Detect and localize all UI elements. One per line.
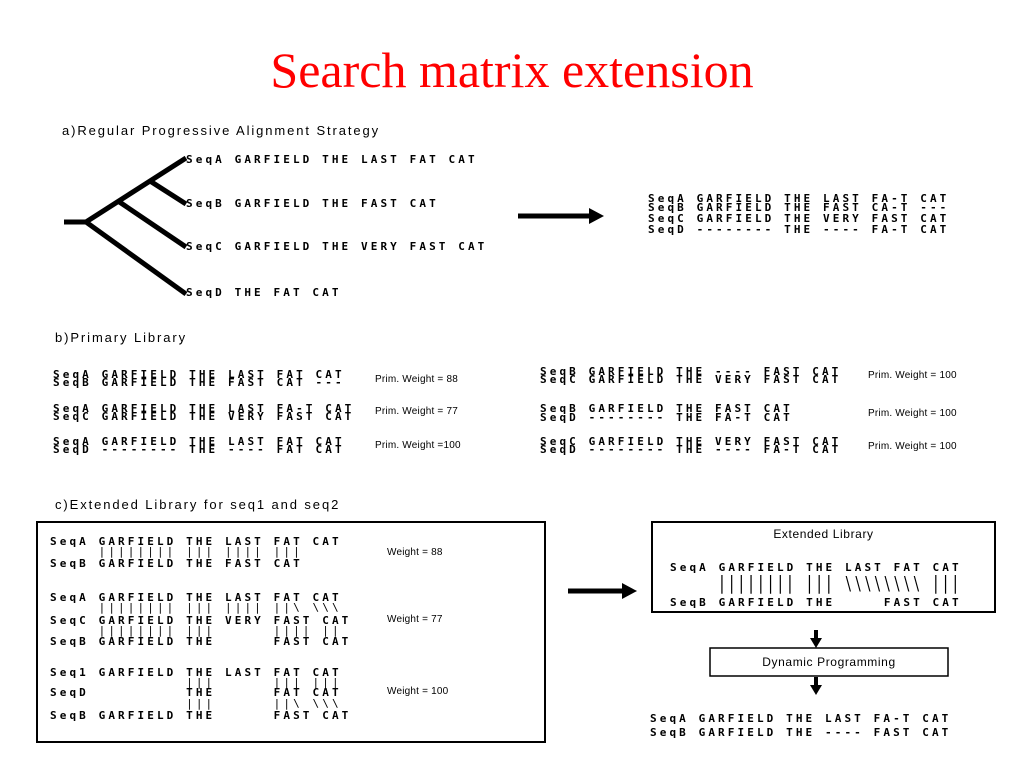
dynamic-programming-label: Dynamic Programming: [762, 655, 896, 669]
tree-branch-seqd: [84, 219, 188, 297]
group1-row-seqb: SeqB GARFIELD THE FAST CAT: [50, 557, 303, 570]
primary-right-pair1-row1: SeqB GARFIELD THE ---- FAST CAT: [540, 365, 842, 378]
group3-weight: Weight = 100: [387, 686, 449, 697]
tree-sequence-seqa: SeqA GARFIELD THE LAST FAT CAT: [186, 153, 478, 166]
alignment-row-seqa: SeqA GARFIELD THE LAST FA-T CAT: [648, 192, 950, 205]
extended-library-box: [651, 521, 996, 613]
arrow-to-alignment: [518, 208, 604, 224]
primary-right-pair3-weight: Prim. Weight = 100: [868, 441, 957, 452]
group2-match-bars-2: |||||||| ||| |||| ||: [50, 624, 342, 637]
extended-row-seqb: SeqB GARFIELD THE FAST CAT: [670, 596, 962, 609]
arrow-head: [622, 583, 637, 599]
primary-right-pair2-row1: SeqB GARFIELD THE FAST CAT: [540, 402, 793, 415]
group3-row-seqb: SeqB GARFIELD THE FAST CAT: [50, 709, 352, 722]
tree-sequence-seqc: SeqC GARFIELD THE VERY FAST CAT: [186, 240, 488, 253]
extended-library-title: Extended Library: [773, 527, 874, 541]
group1-weight: Weight = 88: [387, 547, 443, 558]
arrow-to-result: [810, 677, 822, 695]
extended-row-seqa: SeqA GARFIELD THE LAST FAT CAT: [670, 561, 962, 574]
arrow-head: [810, 638, 822, 648]
primary-right-pair3-row1: SeqC GARFIELD THE VERY FAST CAT: [540, 435, 842, 448]
section-b-heading: b)Primary Library: [55, 330, 187, 345]
primary-right-pair1-weight: Prim. Weight = 100: [868, 370, 957, 381]
tree-branch-seqc: [116, 198, 188, 250]
primary-right-pair2-weight: Prim. Weight = 100: [868, 408, 957, 419]
tree-branch-seqa: [84, 155, 188, 225]
tree-branch-seqb: [148, 178, 188, 207]
group3-match-bars-2: ||| ||\ \\\: [50, 697, 342, 710]
group2-match-bars-1: |||||||| ||| |||| ||\ \\\: [50, 601, 342, 614]
group3-row-seqd: SeqD THE FAT CAT: [50, 686, 342, 699]
primary-right-pair1-row2: SeqC GARFIELD THE VERY FAST CAT: [540, 373, 842, 386]
alignment-row-seqb: SeqB GARFIELD THE FAST CA-T ---: [648, 201, 950, 214]
primary-left-pair3-row1: SeqA GARFIELD THE LAST FAT CAT: [53, 435, 345, 448]
arrow-head: [810, 685, 822, 695]
tree-sequence-seqd: SeqD THE FAT CAT: [186, 286, 342, 299]
slide-title: Search matrix extension: [270, 42, 754, 98]
alignment-row-seqc: SeqC GARFIELD THE VERY FAST CAT: [648, 212, 950, 225]
arrow-to-dynamic-programming: [810, 630, 822, 648]
group2-row-seqb: SeqB GARFIELD THE FAST CAT: [50, 635, 352, 648]
group3-row-seq1: Seq1 GARFIELD THE LAST FAT CAT: [50, 666, 342, 679]
dynamic-programming-box: [709, 647, 949, 677]
primary-left-pair3-weight: Prim. Weight =100: [375, 440, 461, 451]
primary-right-pair3-row2: SeqD -------- THE ---- FA-T CAT: [540, 443, 842, 456]
extended-library-groups-box: [36, 521, 546, 743]
alignment-row-seqd: SeqD -------- THE ---- FA-T CAT: [648, 223, 950, 236]
arrow-to-extended-library: [568, 583, 637, 599]
group2-weight: Weight = 77: [387, 614, 443, 625]
guide-tree: [64, 155, 188, 297]
primary-left-pair3-row2: SeqD -------- THE ---- FAT CAT: [53, 443, 345, 456]
group1-row-seqa: SeqA GARFIELD THE LAST FAT CAT: [50, 535, 342, 548]
result-row-seqb: SeqB GARFIELD THE ---- FAST CAT: [650, 726, 952, 739]
group1-match-bars: |||||||| ||| |||| |||: [50, 545, 303, 558]
group3-match-bars-1: ||| ||| |||: [50, 676, 342, 689]
primary-right-pair2-row2: SeqD -------- THE FA-T CAT: [540, 411, 793, 424]
section-a-heading: a)Regular Progressive Alignment Strategy: [62, 123, 381, 138]
group2-row-seqc: SeqC GARFIELD THE VERY FAST CAT: [50, 614, 352, 627]
group2-row-seqa: SeqA GARFIELD THE LAST FAT CAT: [50, 591, 342, 604]
extended-match-bars: |||||||| ||| \\\\\\\\ |||: [670, 572, 962, 595]
primary-left-pair1-row2: SeqB GARFIELD THE FAST CAT ---: [53, 376, 345, 389]
section-c-heading: c)Extended Library for seq1 and seq2: [55, 497, 341, 512]
result-row-seqa: SeqA GARFIELD THE LAST FA-T CAT: [650, 712, 952, 725]
primary-left-pair2-row2: SeqC GARFIELD THE VERY FAST CAT: [53, 410, 355, 423]
tree-sequence-seqb: SeqB GARFIELD THE FAST CAT: [186, 197, 439, 210]
primary-left-pair2-weight: Prim. Weight = 77: [375, 406, 458, 417]
arrow-head: [589, 208, 604, 224]
primary-left-pair1-row1: SeqA GARFIELD THE LAST FAT CAT: [53, 368, 345, 381]
primary-left-pair1-weight: Prim. Weight = 88: [375, 374, 458, 385]
primary-left-pair2-row1: SeqA GARFIELD THE LAST FA-T CAT: [53, 402, 355, 415]
